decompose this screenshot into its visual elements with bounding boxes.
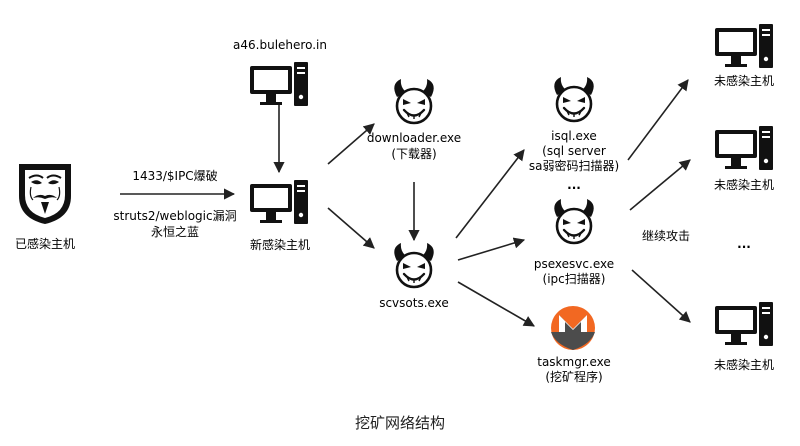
psexesvc-label: psexesvc.exe [533,257,615,271]
computer-tower-icon [715,24,773,68]
anonymous-mask-icon [19,164,71,224]
isql-label: isql.exe [551,129,597,143]
arrow-isql-to-target1 [627,79,689,161]
devil-face-icon [552,197,596,245]
arrow-psexesvc-to-target3 [631,269,691,323]
new-host-label: 新感染主机 [249,238,311,252]
computer-tower-icon [715,302,773,346]
computer-tower-icon [250,62,308,106]
isql-sublabel-1: (sql server [542,144,606,158]
spread-attack-label: 继续攻击 [641,229,691,243]
target-host-label-1: 未感染主机 [713,74,775,88]
target-host-label-2: 未感染主机 [713,178,775,192]
scvsots-label: scvsots.exe [379,296,449,310]
ellipsis-mid: ... [567,178,581,192]
devil-face-icon [392,77,436,125]
monero-logo-icon [551,306,595,350]
exploit-label-3: 永恒之蓝 [150,225,200,239]
infected-host-label: 已感染主机 [14,237,76,251]
computer-tower-icon [250,180,308,224]
server-domain-label: a46.bulehero.in [233,38,327,52]
computer-tower-icon [715,126,773,170]
psexesvc-sublabel: (ipc扫描器) [542,272,606,286]
arrow-scvsots-to-taskmgr [457,281,535,327]
exploit-label-2: struts2/weblogic漏洞 [113,209,237,223]
taskmgr-label: taskmgr.exe [537,355,611,369]
arrows [120,79,691,327]
arrow-scvsots-to-psexesvc [457,237,526,261]
devil-face-icon [392,241,436,289]
target-host-label-3: 未感染主机 [713,358,775,372]
devil-face-icon [552,75,596,123]
arrow-spread-to-target2 [629,159,691,211]
exploit-label-1: 1433/$IPC爆破 [132,169,218,183]
downloader-sublabel: (下载器) [391,147,437,161]
taskmgr-sublabel: (挖矿程序) [545,370,603,384]
downloader-label: downloader.exe [366,131,462,145]
arrow-new-to-scvsots [327,207,375,249]
arrow-scvsots-to-isql [455,149,525,239]
ellipsis-right: ... [737,237,751,251]
arrow-new-to-downloader [327,123,375,165]
figure-caption: 挖矿网络结构 [354,414,446,432]
isql-sublabel-2: sa弱密码扫描器) [528,159,620,173]
